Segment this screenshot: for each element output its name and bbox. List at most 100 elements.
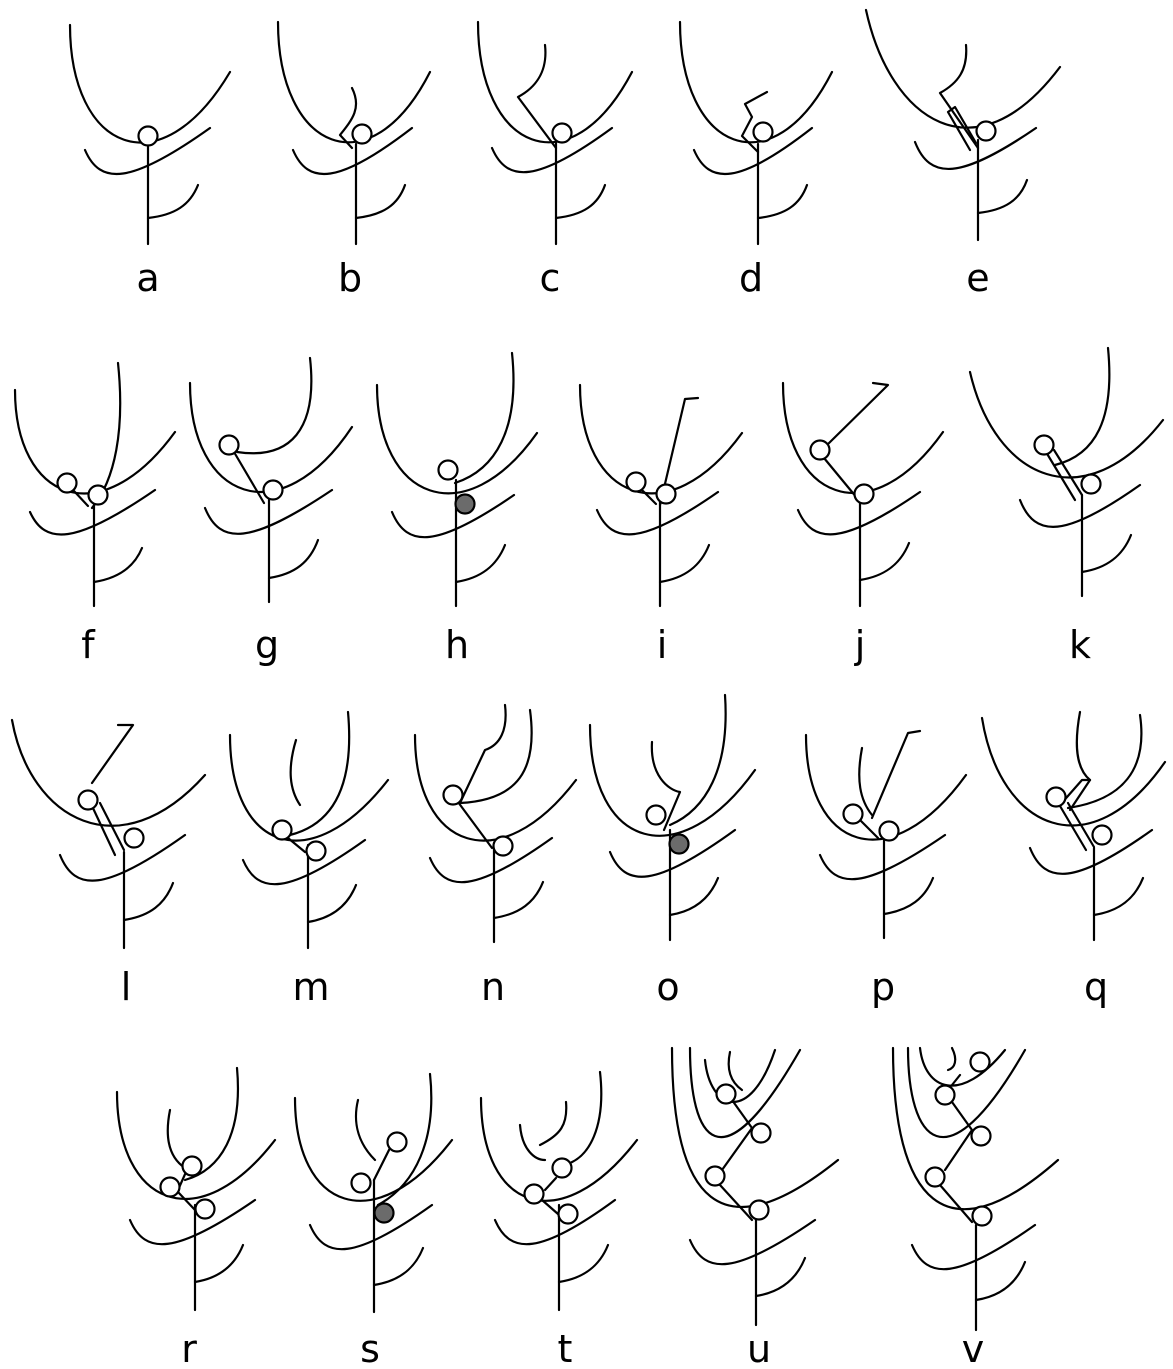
panel-label: h <box>445 623 469 667</box>
open-node <box>973 1207 992 1226</box>
middle-bract <box>1030 830 1152 874</box>
open-node <box>79 791 98 810</box>
node-stalk <box>720 1100 752 1220</box>
panel-s: s <box>295 1074 452 1369</box>
panel-label: c <box>540 256 561 300</box>
open-node <box>553 124 572 143</box>
open-node <box>972 1127 991 1146</box>
open-node <box>1035 436 1054 455</box>
third-bract <box>920 1048 1005 1086</box>
lower-bract <box>1094 878 1143 915</box>
lower-bract <box>756 1258 805 1296</box>
outer-bract <box>478 22 632 142</box>
node-stalk <box>92 803 124 855</box>
node-stalk <box>860 820 878 838</box>
panel-label: o <box>656 965 679 1009</box>
outer-bract <box>590 725 755 836</box>
outer-bract <box>481 1098 637 1201</box>
panel-label: f <box>81 623 96 667</box>
inner-bud <box>168 1110 185 1168</box>
panel-label: m <box>292 965 329 1009</box>
outer-bract <box>117 1092 275 1199</box>
lower-bract <box>884 878 933 914</box>
outer-bract <box>783 383 943 493</box>
inner-bud <box>729 1052 742 1090</box>
panel-label: u <box>747 1327 771 1369</box>
middle-bract <box>690 1220 815 1264</box>
open-node <box>553 1159 572 1178</box>
open-node <box>353 125 372 144</box>
middle-bract <box>60 835 185 881</box>
panel-label: n <box>481 965 505 1009</box>
lower-bract <box>94 548 142 582</box>
open-node <box>855 485 874 504</box>
side-branch <box>460 705 506 803</box>
panel-q: q <box>982 712 1165 1009</box>
filled-node <box>456 495 475 514</box>
open-node <box>627 473 646 492</box>
open-node <box>971 1053 990 1072</box>
inner-bud <box>1077 712 1090 780</box>
panel-label: g <box>255 623 279 667</box>
lower-bract <box>758 185 807 218</box>
outer-bract <box>278 22 430 142</box>
panel-l: l <box>12 720 205 1009</box>
open-node <box>750 1201 769 1220</box>
middle-bract <box>392 495 514 537</box>
lower-bract <box>978 180 1027 213</box>
panel-label: j <box>854 623 866 667</box>
panel-d: d <box>680 22 832 300</box>
open-node <box>657 485 676 504</box>
inner-bract <box>563 1072 601 1165</box>
inner-bud <box>859 748 872 815</box>
middle-bract <box>243 840 365 884</box>
middle-bract <box>915 128 1036 169</box>
outer-bract <box>415 735 576 841</box>
open-node <box>439 461 458 480</box>
open-node <box>161 1178 180 1197</box>
lower-bract <box>356 185 405 218</box>
panel-label: t <box>558 1327 573 1369</box>
open-node <box>307 842 326 861</box>
open-node <box>752 1124 771 1143</box>
panel-label: s <box>360 1327 380 1369</box>
lower-bract <box>670 878 718 915</box>
panel-a: a <box>70 25 230 300</box>
inner-bud <box>520 1125 545 1160</box>
panel-c: c <box>478 22 632 300</box>
lower-bract <box>308 885 356 922</box>
open-node <box>89 486 108 505</box>
panel-g: g <box>190 358 352 667</box>
open-node <box>559 1205 578 1224</box>
panel-label: a <box>136 256 159 300</box>
open-node <box>811 441 830 460</box>
lower-bract <box>124 883 173 920</box>
panel-e: e <box>866 10 1060 300</box>
outer-bract <box>190 383 352 492</box>
open-node <box>926 1168 945 1187</box>
outer-bract <box>230 735 388 841</box>
node-stalk <box>374 1148 390 1180</box>
open-node <box>494 837 513 856</box>
node-stalk <box>234 452 264 503</box>
node-stalk <box>642 490 656 504</box>
side-branch <box>826 383 888 446</box>
filled-node <box>375 1204 394 1223</box>
panel-v: v <box>893 1048 1058 1369</box>
lower-bract <box>269 540 318 578</box>
inner-bud <box>291 740 300 805</box>
open-node <box>183 1157 202 1176</box>
open-node <box>754 123 773 142</box>
outer-bract <box>580 385 742 493</box>
open-node <box>352 1174 371 1193</box>
panel-p: p <box>806 731 966 1009</box>
lower-bract <box>556 185 605 218</box>
open-node <box>58 474 77 493</box>
panel-i: i <box>580 385 742 667</box>
open-node <box>525 1185 544 1204</box>
inner-bract <box>1055 348 1109 465</box>
inner-bract <box>237 358 311 453</box>
lower-bract <box>559 1245 608 1282</box>
side-branch <box>540 1102 566 1145</box>
outer-bract <box>15 390 175 493</box>
